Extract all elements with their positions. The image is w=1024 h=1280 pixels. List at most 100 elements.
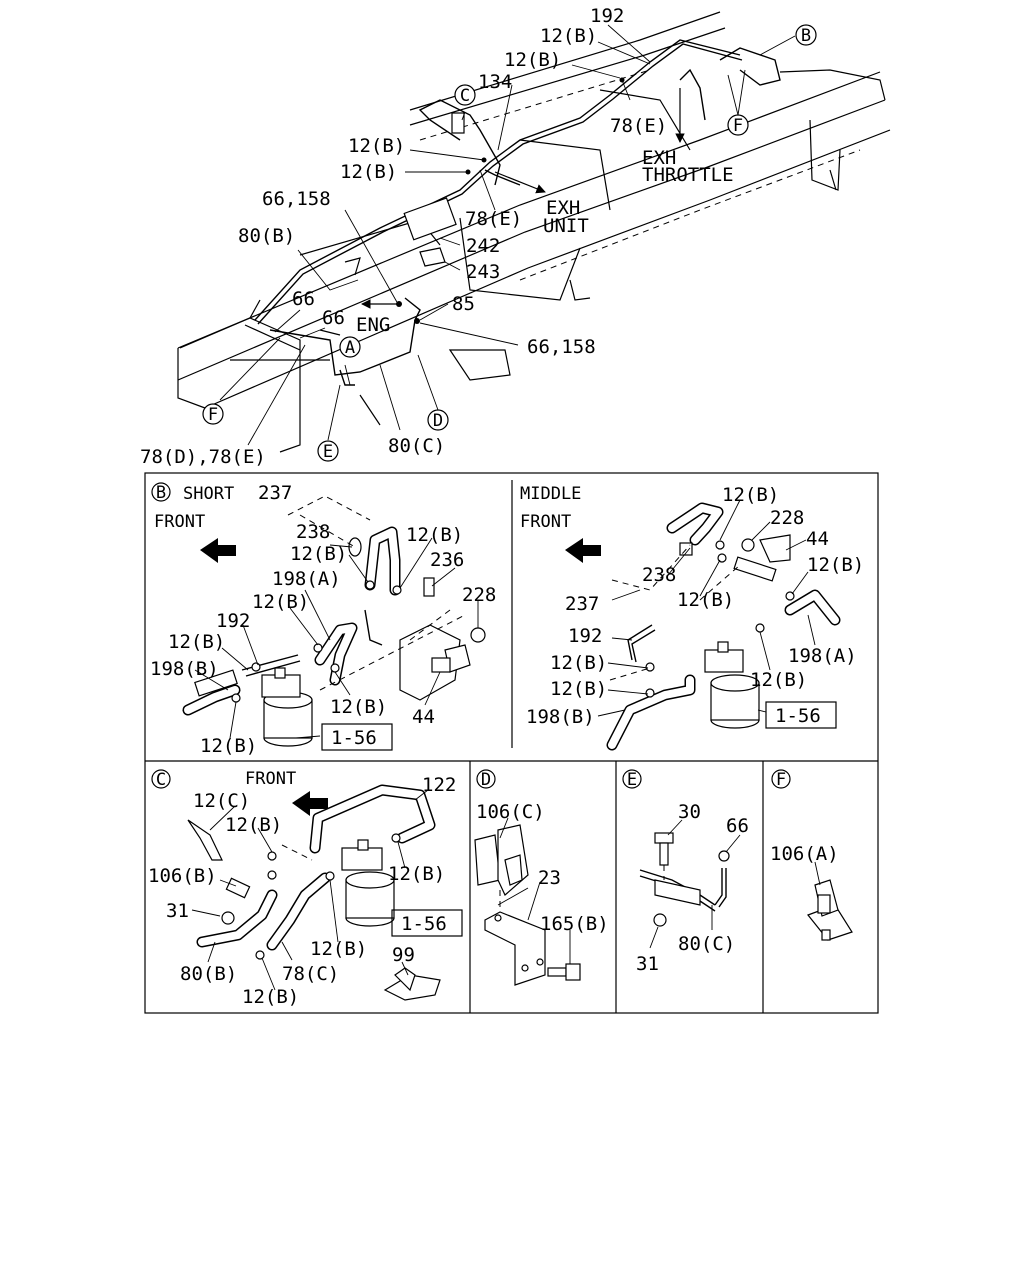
bolt-165b-icon	[547, 963, 581, 981]
label-23: 23	[538, 867, 561, 889]
label-106b: 106(B)	[148, 865, 217, 887]
label-237: 237	[565, 593, 599, 615]
svg-text:B: B	[801, 26, 811, 46]
label-30: 30	[678, 801, 701, 823]
label-66: 66	[322, 307, 345, 329]
label-80b: 80(B)	[238, 225, 295, 247]
label-99: 99	[392, 944, 415, 966]
panel-title-short: SHORT	[183, 484, 234, 504]
label-12b: 12(B)	[750, 669, 807, 691]
nut-228-icon	[741, 538, 755, 552]
frame-rails	[177, 11, 891, 453]
washer-31-icon	[221, 911, 235, 925]
clamp-99-icon	[383, 967, 441, 1001]
bracket-44-icon	[399, 624, 471, 701]
label-66-158: 66,158	[527, 336, 596, 358]
label-12b: 12(B)	[225, 814, 282, 836]
panel-b-short: B SHORT FRONT	[150, 482, 496, 757]
clip-106c-icon	[474, 824, 529, 896]
callout-c: C	[454, 84, 476, 106]
label-12b: 12(B)	[807, 554, 864, 576]
main-labels: 192 12(B) 12(B) 134 12(B) 12(B) 78(E) 78…	[140, 5, 734, 468]
svg-text:E: E	[323, 442, 333, 462]
front-label: FRONT	[154, 512, 205, 532]
label-165b: 165(B)	[540, 913, 609, 935]
callout-e: E	[317, 440, 339, 462]
label-eng: ENG	[356, 314, 390, 336]
label-78e: 78(E)	[465, 208, 522, 230]
label-12b: 12(B)	[168, 631, 225, 653]
svg-text:D: D	[433, 411, 443, 431]
label-66: 66	[726, 815, 749, 837]
front-arrow-icon	[565, 538, 601, 563]
label-78e: 78(E)	[610, 115, 667, 137]
label-12b: 12(B)	[310, 938, 367, 960]
leader-lines	[219, 24, 796, 446]
label-12b: 12(B)	[242, 986, 299, 1008]
ref-box-1-56: 1-56	[331, 727, 377, 749]
callout-d: D	[476, 769, 496, 790]
label-198b: 198(B)	[526, 706, 595, 728]
label-228: 228	[462, 584, 496, 606]
label-80c: 80(C)	[388, 435, 445, 457]
clip-106a-icon	[807, 879, 853, 941]
direction-arrows	[361, 88, 685, 309]
panel-c: C FRONT	[148, 769, 463, 1008]
fuel-filter-icon	[704, 641, 760, 729]
label-78c: 78(C)	[282, 963, 339, 985]
svg-text:B: B	[156, 483, 166, 503]
svg-text:C: C	[156, 770, 166, 790]
washer-31-icon	[653, 913, 667, 927]
label-exh: EXH	[642, 147, 676, 169]
label-12b: 12(B)	[550, 678, 607, 700]
label-198b: 198(B)	[150, 658, 219, 680]
svg-text:A: A	[345, 338, 355, 358]
callout-d: D	[427, 409, 449, 431]
detail-panel-grid	[144, 472, 879, 1014]
label-12b: 12(B)	[290, 543, 347, 565]
svg-text:F: F	[208, 405, 218, 425]
label-unit: UNIT	[543, 215, 589, 237]
callout-c: C	[151, 769, 171, 790]
label-12b: 12(B)	[252, 591, 309, 613]
chassis-overview: 192 12(B) 12(B) 134 12(B) 12(B) 78(E) 78…	[140, 5, 891, 468]
panel-d: D 106(C) 23 165(B)	[474, 769, 609, 986]
label-12b: 12(B)	[340, 161, 397, 183]
label-66: 66	[292, 288, 315, 310]
front-label: FRONT	[520, 512, 571, 532]
label-12b: 12(B)	[550, 652, 607, 674]
nut-228-icon	[470, 627, 486, 643]
panel-e: E 30 66 80(C) 31	[622, 769, 749, 975]
label-134: 134	[478, 71, 512, 93]
callout-a: A	[339, 336, 361, 358]
label-12b: 12(B)	[540, 25, 597, 47]
svg-text:C: C	[460, 86, 470, 106]
callout-f: F	[202, 403, 224, 425]
label-198a: 198(A)	[272, 568, 341, 590]
label-12b: 12(B)	[406, 524, 463, 546]
label-238: 238	[642, 564, 676, 586]
label-12b: 12(B)	[677, 589, 734, 611]
label-12b: 12(B)	[330, 696, 387, 718]
label-66-158: 66,158	[262, 188, 331, 210]
callout-b: B	[151, 482, 171, 503]
label-exh: EXH	[546, 197, 580, 219]
label-228: 228	[770, 507, 804, 529]
bolt-236-icon	[423, 577, 435, 597]
label-44: 44	[412, 706, 435, 728]
label-31: 31	[636, 953, 659, 975]
label-198a: 198(A)	[788, 645, 857, 667]
fuel-filter-icon	[261, 667, 313, 747]
label-throttle: THROTTLE	[642, 164, 734, 186]
bolt-30-icon	[654, 832, 674, 866]
label-106c: 106(C)	[476, 801, 545, 823]
label-238: 238	[296, 521, 330, 543]
label-12b: 12(B)	[200, 735, 257, 757]
callout-e: E	[622, 769, 642, 790]
ref-box-1-56: 1-56	[775, 705, 821, 727]
label-243: 243	[466, 261, 500, 283]
label-106a: 106(A)	[770, 843, 839, 865]
callout-f: F	[771, 769, 791, 790]
front-label: FRONT	[245, 769, 296, 789]
